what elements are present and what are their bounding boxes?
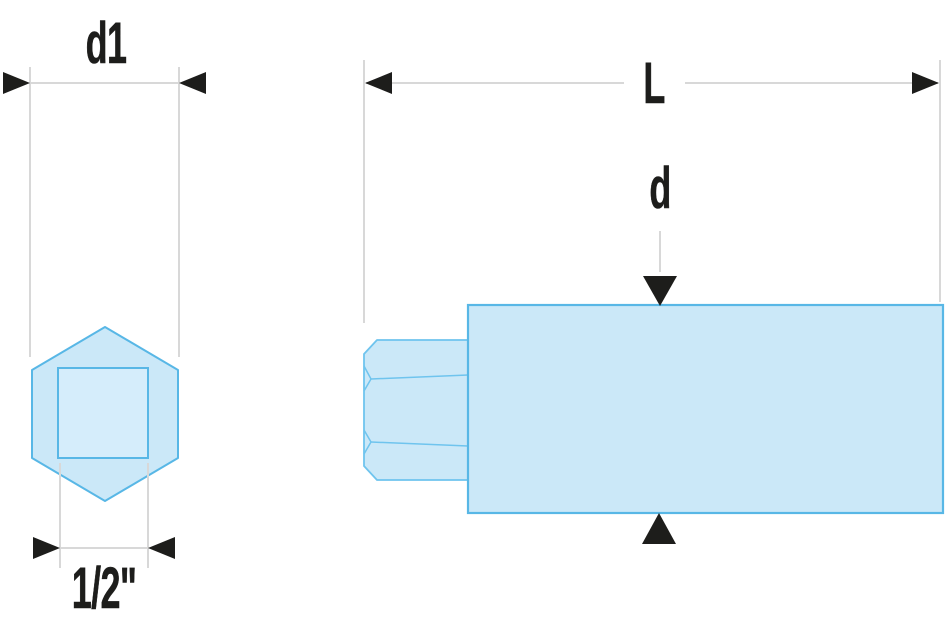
shank-outline [363,339,469,481]
shank-chamfer-chevron-bottom [363,429,372,455]
shank-face-line-top [370,374,469,380]
shank-face-line-bottom [370,441,469,447]
end-view [31,326,179,502]
length-label: L [643,51,665,116]
drive-square [57,367,149,459]
dimension-length [363,60,941,323]
drive-size-label: 1/2" [71,556,138,621]
socket-body [466,303,945,515]
drive-arrowhead-left [33,537,60,559]
drive-arrowhead-right [148,537,175,559]
d1-arrowhead-left [3,72,30,94]
dimension-diameter [642,231,677,544]
diameter-arrowhead-down [643,276,677,306]
length-arrowhead-left [365,72,392,94]
d1-arrowhead-right [179,72,206,94]
diameter-arrowhead-up [642,513,676,544]
shank-chamfer-chevron-top [363,365,372,392]
side-view [363,303,945,515]
dimension-d1 [3,67,206,357]
d1-label: d1 [85,11,127,76]
diameter-label: d [649,156,671,221]
dimension-drive [33,463,175,568]
length-arrowhead-right [912,72,939,94]
